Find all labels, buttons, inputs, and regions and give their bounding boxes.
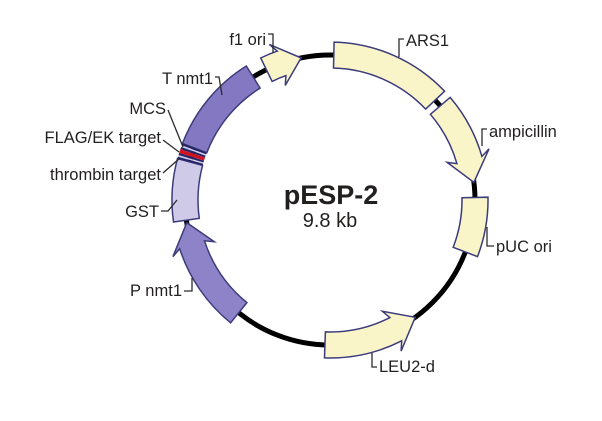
plasmid-name: pESP-2 — [284, 180, 379, 210]
segment-ars1 — [332, 41, 446, 111]
segment-mcs-band-navy-2 — [180, 147, 206, 158]
leader-mcs — [167, 109, 184, 148]
leader-thrombin-target — [162, 157, 181, 174]
segment-t-nmt1 — [181, 64, 262, 154]
leader-p-nmt1 — [184, 278, 193, 292]
segment-thrombin-band-navy — [178, 153, 204, 163]
segment-mcs-band-gap-2 — [178, 155, 204, 164]
label-f1-ori: f1 ori — [229, 31, 266, 49]
label-ampicillin: ampicillin — [489, 123, 557, 141]
leader-ampicillin — [481, 128, 487, 146]
label-p-nmt1: P nmt1 — [130, 282, 182, 300]
segment-gst — [171, 157, 204, 223]
leader-gst — [161, 199, 178, 212]
leader-f1-ori — [268, 33, 274, 53]
segment-p-nmt1 — [172, 221, 248, 324]
label-leu2-d: LEU2-d — [379, 358, 435, 376]
segment-leu2-d — [323, 310, 417, 359]
segment-mcs-band-gap-1 — [181, 145, 207, 156]
plasmid-segments — [171, 41, 490, 359]
plasmid-size: 9.8 kb — [303, 210, 357, 232]
leader-leu2-d — [371, 353, 377, 368]
label-ars1: ARS1 — [406, 32, 449, 50]
segment-puc-ori — [452, 196, 489, 258]
label-thrombin-target: thrombin target — [50, 166, 161, 184]
leader-ars1 — [398, 38, 404, 57]
label-flag-ek-target: FLAG/EK target — [45, 129, 162, 147]
segment-mcs-band-navy-3 — [177, 156, 204, 166]
segment-flag-ek-band — [179, 149, 205, 161]
segment-ampicillin — [429, 96, 490, 184]
label-t-nmt1: T nmt1 — [162, 70, 213, 88]
leader-flag-ek-target — [162, 139, 180, 153]
leader-puc-ori — [486, 227, 494, 247]
leader-t-nmt1 — [215, 76, 223, 96]
label-gst: GST — [125, 203, 159, 221]
segment-mcs-band-navy-1 — [181, 143, 207, 155]
segment-f1-ori — [259, 43, 303, 86]
label-leader-lines — [161, 33, 494, 368]
label-puc-ori: pUC ori — [496, 238, 552, 256]
label-mcs: MCS — [129, 100, 166, 118]
